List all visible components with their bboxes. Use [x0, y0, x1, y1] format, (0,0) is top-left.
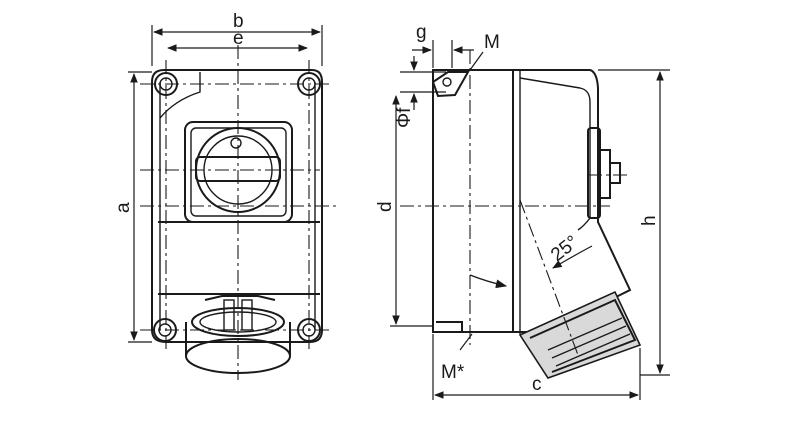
label-m: M	[484, 32, 500, 53]
angle-label-25: 25°	[547, 232, 583, 266]
side-tilted-socket	[518, 290, 642, 379]
dim-label-d: d	[375, 201, 396, 212]
rotation-arrow	[469, 274, 508, 289]
front-socket-outlet	[185, 295, 291, 374]
front-view: b e a	[113, 11, 340, 380]
side-body-inner-contour	[519, 77, 591, 231]
socket-axis-centerline	[519, 199, 579, 356]
dim-label-e: e	[233, 28, 244, 49]
label-m-star: M*	[441, 362, 465, 383]
side-back-plate	[432, 69, 514, 333]
dim-label-h: h	[639, 215, 660, 226]
side-bottom-mount	[436, 321, 463, 333]
leader-m	[469, 51, 484, 71]
dim-label-g: g	[416, 22, 427, 43]
rotary-switch-indicator	[230, 137, 242, 149]
dim-label-f: Φf	[394, 107, 415, 128]
side-switch-collar	[599, 149, 611, 199]
side-screw-hole	[442, 77, 452, 87]
leader-m-star	[459, 333, 473, 351]
front-housing-inner-edge	[159, 72, 201, 119]
side-view: g M Φf d M* c h 25°	[375, 22, 670, 400]
angle-arc-25	[552, 245, 593, 269]
dim-label-a: a	[113, 202, 134, 213]
dim-label-b: b	[233, 11, 244, 32]
side-screw-boss	[431, 71, 470, 98]
side-switch-knob	[609, 162, 621, 184]
dim-label-c: c	[532, 374, 542, 395]
